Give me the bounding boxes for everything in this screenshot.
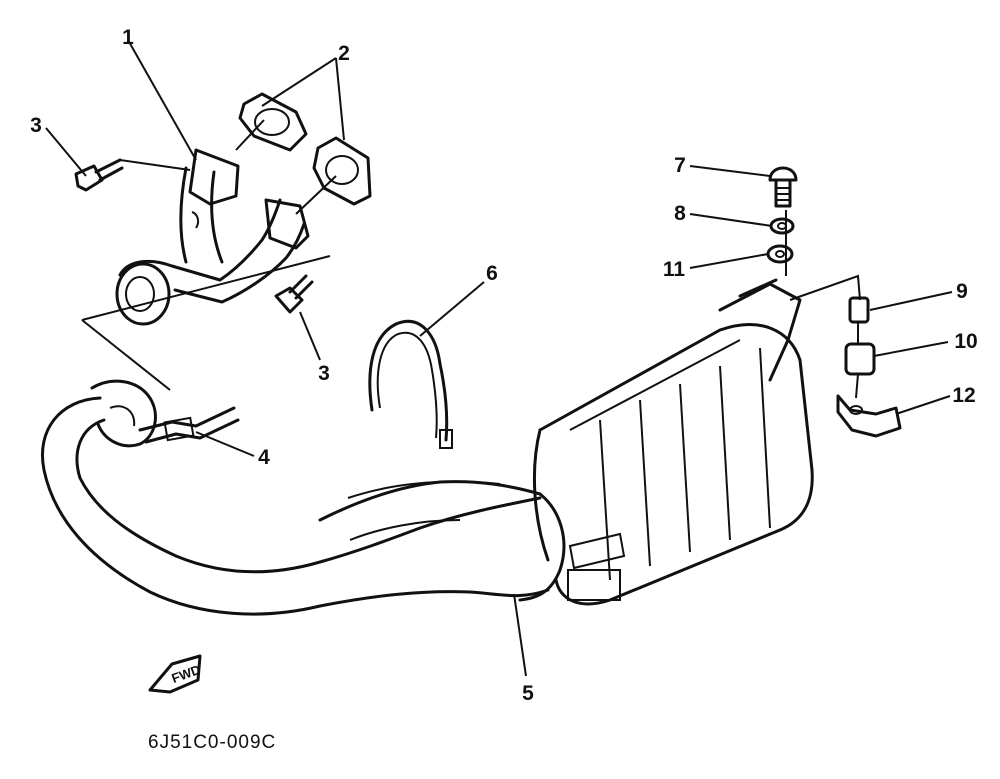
bolt: [274, 274, 314, 314]
fwd-label: FWD: [170, 662, 203, 686]
fwd-arrow-icon: FWD: [148, 654, 203, 694]
leader-lines: [45, 39, 953, 677]
clamp: [138, 406, 240, 444]
callout-2: 2: [338, 42, 350, 65]
muffler: [41, 278, 814, 616]
callout-8: 8: [674, 202, 686, 225]
callout-12: 12: [952, 384, 975, 407]
stay-bracket: [836, 394, 902, 438]
callout-6: 6: [486, 262, 498, 285]
drawing-code: 6J51C0-009C: [148, 732, 276, 753]
callout-4: 4: [258, 446, 270, 469]
spring-washer: [769, 217, 795, 235]
exhaust-joint-pipe: [115, 148, 310, 326]
callout-3-lower: 3: [318, 362, 330, 385]
hose: [368, 319, 453, 449]
callout-11: 11: [663, 258, 686, 281]
callout-5: 5: [522, 682, 534, 705]
callout-1: 1: [122, 26, 134, 49]
callout-9: 9: [956, 280, 968, 303]
damper: [844, 342, 876, 376]
callout-3-upper: 3: [30, 114, 42, 137]
collar: [848, 296, 870, 324]
assembly-guide-lines: [81, 119, 861, 399]
callout-7: 7: [674, 154, 686, 177]
gasket: [238, 92, 372, 206]
muffler-bolt: [768, 166, 798, 208]
bolt: [74, 158, 124, 192]
callout-10: 10: [954, 330, 977, 353]
plain-washer: [766, 244, 794, 264]
